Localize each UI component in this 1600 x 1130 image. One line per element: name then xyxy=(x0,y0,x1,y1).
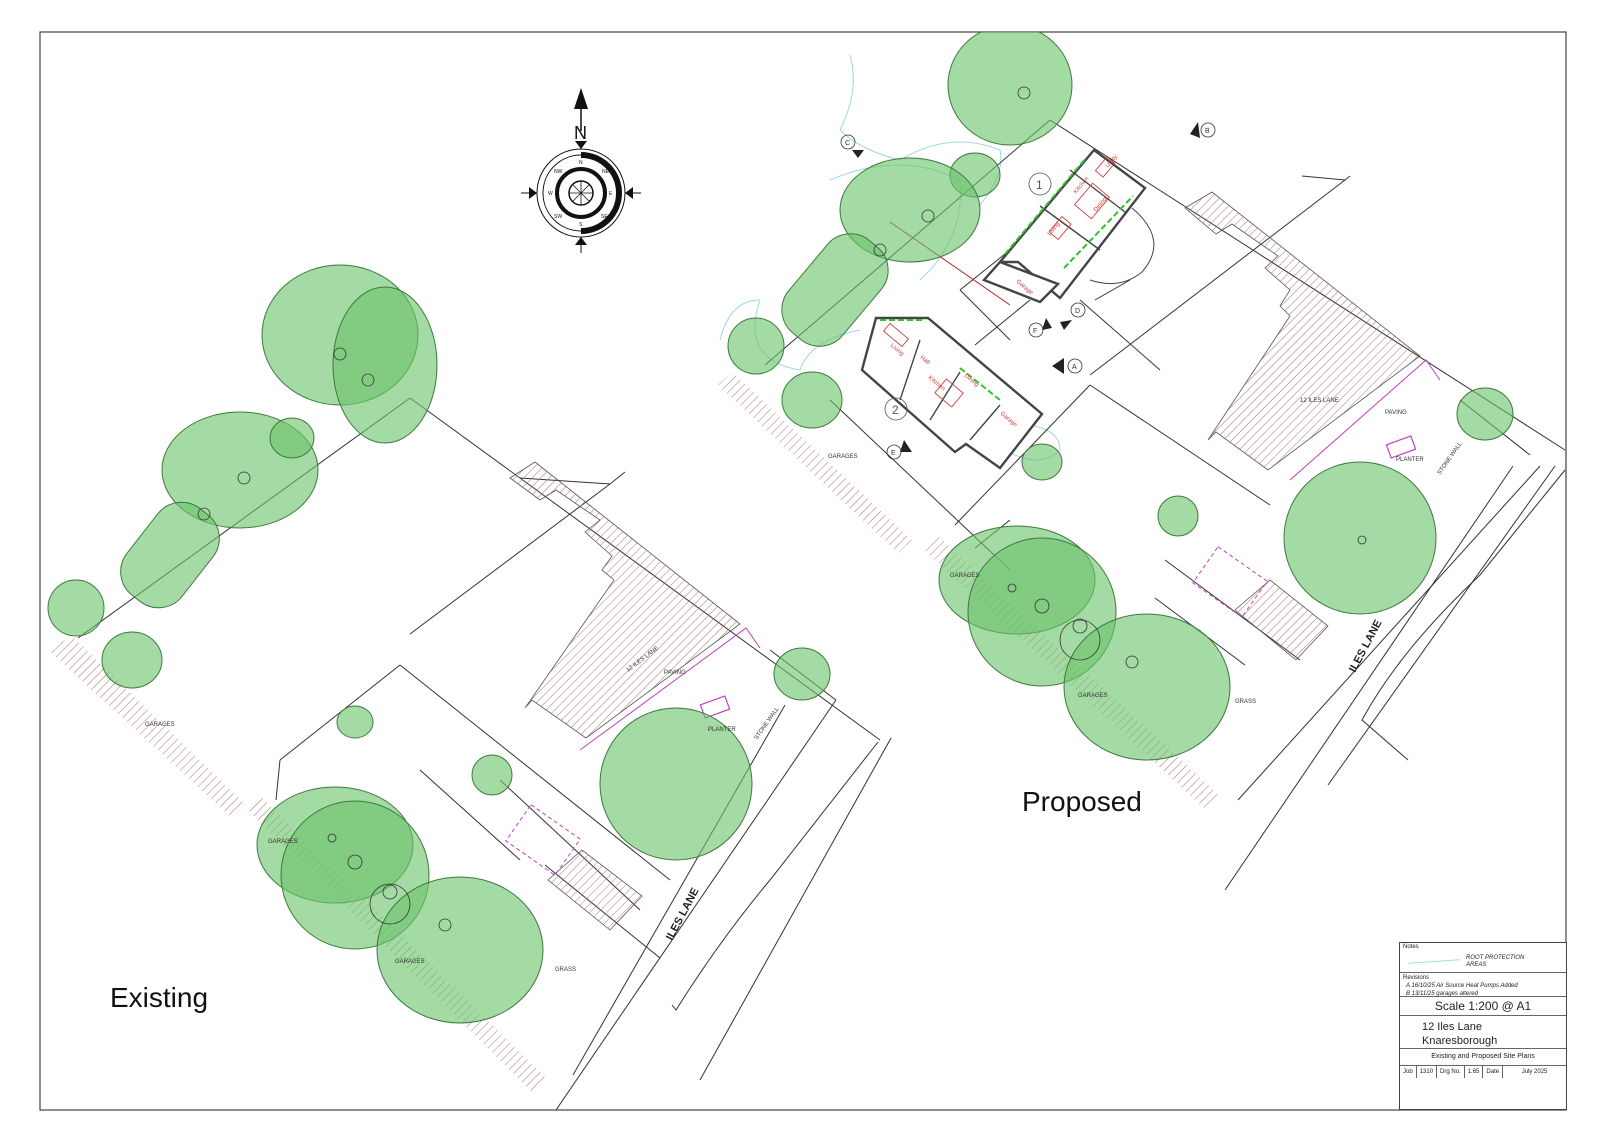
proposed-garages-label-3: GARAGES xyxy=(1078,693,1108,699)
rpa-legend-line-1: ROOT PROTECTION xyxy=(1466,955,1525,961)
scale-text: Scale 1:200 @ A1 xyxy=(1400,997,1566,1016)
existing-planter xyxy=(699,695,731,719)
notes-section: Notes ROOT PROTECTION AREAS xyxy=(1400,943,1566,973)
section-marker-e: E xyxy=(886,440,912,460)
drg-number: 1.65 xyxy=(1465,1066,1484,1078)
drg-label: Drg No. xyxy=(1437,1066,1465,1078)
svg-text:A: A xyxy=(1072,364,1077,371)
plot-markers xyxy=(884,172,1052,421)
section-marker-d: D xyxy=(1060,302,1086,330)
job-number: 1310 xyxy=(1417,1066,1438,1078)
compass-ring-e: E xyxy=(609,191,613,197)
section-marker-a: A xyxy=(1052,358,1083,374)
svg-text:C: C xyxy=(845,140,850,147)
north-arrow-icon xyxy=(574,88,588,109)
north-compass: N N NE E SE S SW W NW xyxy=(521,88,641,253)
address-block: 12 Iles Lane Knaresborough xyxy=(1400,1016,1566,1049)
existing-road-label: ILES LANE xyxy=(664,886,702,942)
proposed-road-label: ILES LANE xyxy=(1347,618,1385,674)
proposed-garages-label-1: GARAGES xyxy=(828,454,858,460)
proposed-paving-label: PAVING xyxy=(1385,410,1407,416)
existing-paving-outline xyxy=(579,627,761,751)
proposed-house-label: 12 ILES LANE xyxy=(1300,398,1339,404)
compass-ring-nw: NW xyxy=(554,169,563,175)
svg-text:F: F xyxy=(1033,328,1037,335)
proposed-plan: Living Garage Utility Kitchen Dining Liv… xyxy=(718,32,1566,891)
proposed-planter xyxy=(1385,435,1417,459)
existing-garages-label-2: GARAGES xyxy=(268,839,298,845)
proposed-stone-wall-label: STONE WALL xyxy=(1437,441,1464,476)
proposed-dwelling-2: Living Kitchen Dining Garage Hall xyxy=(860,316,1044,470)
proposed-heading: Proposed xyxy=(1022,786,1142,817)
proposed-paving-outline xyxy=(1289,359,1441,481)
date-value: July 2025 xyxy=(1521,1069,1548,1075)
proposed-house xyxy=(1184,191,1421,471)
existing-road-curb xyxy=(671,741,879,1011)
existing-garages-label-1: GARAGES xyxy=(145,722,175,728)
rpa-legend-text: ROOT PROTECTION AREAS xyxy=(1466,955,1524,969)
existing-outbuilding xyxy=(547,849,643,931)
proposed-parking-bay xyxy=(1192,546,1268,618)
address-line-1: 12 Iles Lane xyxy=(1422,1021,1482,1033)
svg-text:B: B xyxy=(1205,128,1210,135)
revision-b: B 13/11/25 garages altered xyxy=(1406,991,1478,997)
section-marker-f: F xyxy=(1028,318,1052,338)
compass-ring-se: SE xyxy=(601,214,608,220)
proposed-road-curb xyxy=(1361,469,1566,761)
existing-garages-label-3: GARAGES xyxy=(395,959,425,965)
section-marker-b: B xyxy=(1190,122,1216,138)
existing-grass-label: GRASS xyxy=(555,967,576,973)
existing-planter-label: PLANTER xyxy=(708,727,736,733)
plot-1-number: 1 xyxy=(1036,178,1043,192)
proposed-trees xyxy=(727,32,1514,761)
compass-ring-w: W xyxy=(548,191,553,197)
proposed-tree-trunks xyxy=(873,86,1367,669)
proposed-planter-label: PLANTER xyxy=(1396,457,1424,463)
existing-garages-hatch-west xyxy=(48,636,246,818)
revisions-heading: Revisions xyxy=(1403,975,1430,981)
plot2-hall-label: Hall xyxy=(919,355,931,366)
proposed-garages-hatch-west xyxy=(718,372,912,553)
plot-2-number: 2 xyxy=(892,403,899,417)
compass-ring-n: N xyxy=(579,160,583,166)
compass-ring-sw: SW xyxy=(554,214,562,220)
existing-tree-trunks xyxy=(197,347,452,932)
proposed-garages-label-2: GARAGES xyxy=(950,573,980,579)
existing-paving-label: PAVING xyxy=(664,670,686,676)
drawing-border xyxy=(39,31,1567,1111)
existing-parking-bay xyxy=(505,804,581,876)
existing-house xyxy=(509,461,741,739)
drawing-info-row: Job 1310 Drg No. 1.65 Date July 2025 xyxy=(1400,1066,1566,1078)
proposed-outbuilding xyxy=(1234,579,1329,661)
north-label: N xyxy=(574,123,587,143)
job-label: Job xyxy=(1400,1066,1417,1078)
svg-text:D: D xyxy=(1075,308,1080,315)
section-marker-c: C xyxy=(840,134,864,158)
revisions-section: Revisions A 16/10/25 Air Source Heat Pum… xyxy=(1400,973,1566,997)
compass-ring-ne: NE xyxy=(602,169,610,175)
svg-text:E: E xyxy=(891,450,896,457)
drawing-description: Existing and Proposed Site Plans xyxy=(1400,1049,1566,1066)
title-block: Notes ROOT PROTECTION AREAS Revisions A … xyxy=(1399,942,1567,1110)
notes-heading: Notes xyxy=(1403,944,1419,950)
section-markers: A B C D E F xyxy=(840,122,1216,460)
compass-ring-s: S xyxy=(579,222,583,228)
proposed-dwelling-1: Living Garage Utility Kitchen Dining xyxy=(981,148,1155,304)
rpa-legend-line-2: AREAS xyxy=(1466,962,1487,968)
rpa-legend-line xyxy=(1408,959,1460,964)
existing-trees xyxy=(47,264,831,1024)
revision-a: A 16/10/25 Air Source Heat Pumps Added xyxy=(1406,983,1518,989)
proposed-grass-label: GRASS xyxy=(1235,699,1256,705)
address-line-2: Knaresborough xyxy=(1422,1035,1498,1047)
existing-plan: 12 ILES LANE GARAGES GARAGES GARAGES PLA… xyxy=(47,264,892,1110)
date-label: Date xyxy=(1483,1066,1504,1078)
existing-heading: Existing xyxy=(110,982,209,1013)
